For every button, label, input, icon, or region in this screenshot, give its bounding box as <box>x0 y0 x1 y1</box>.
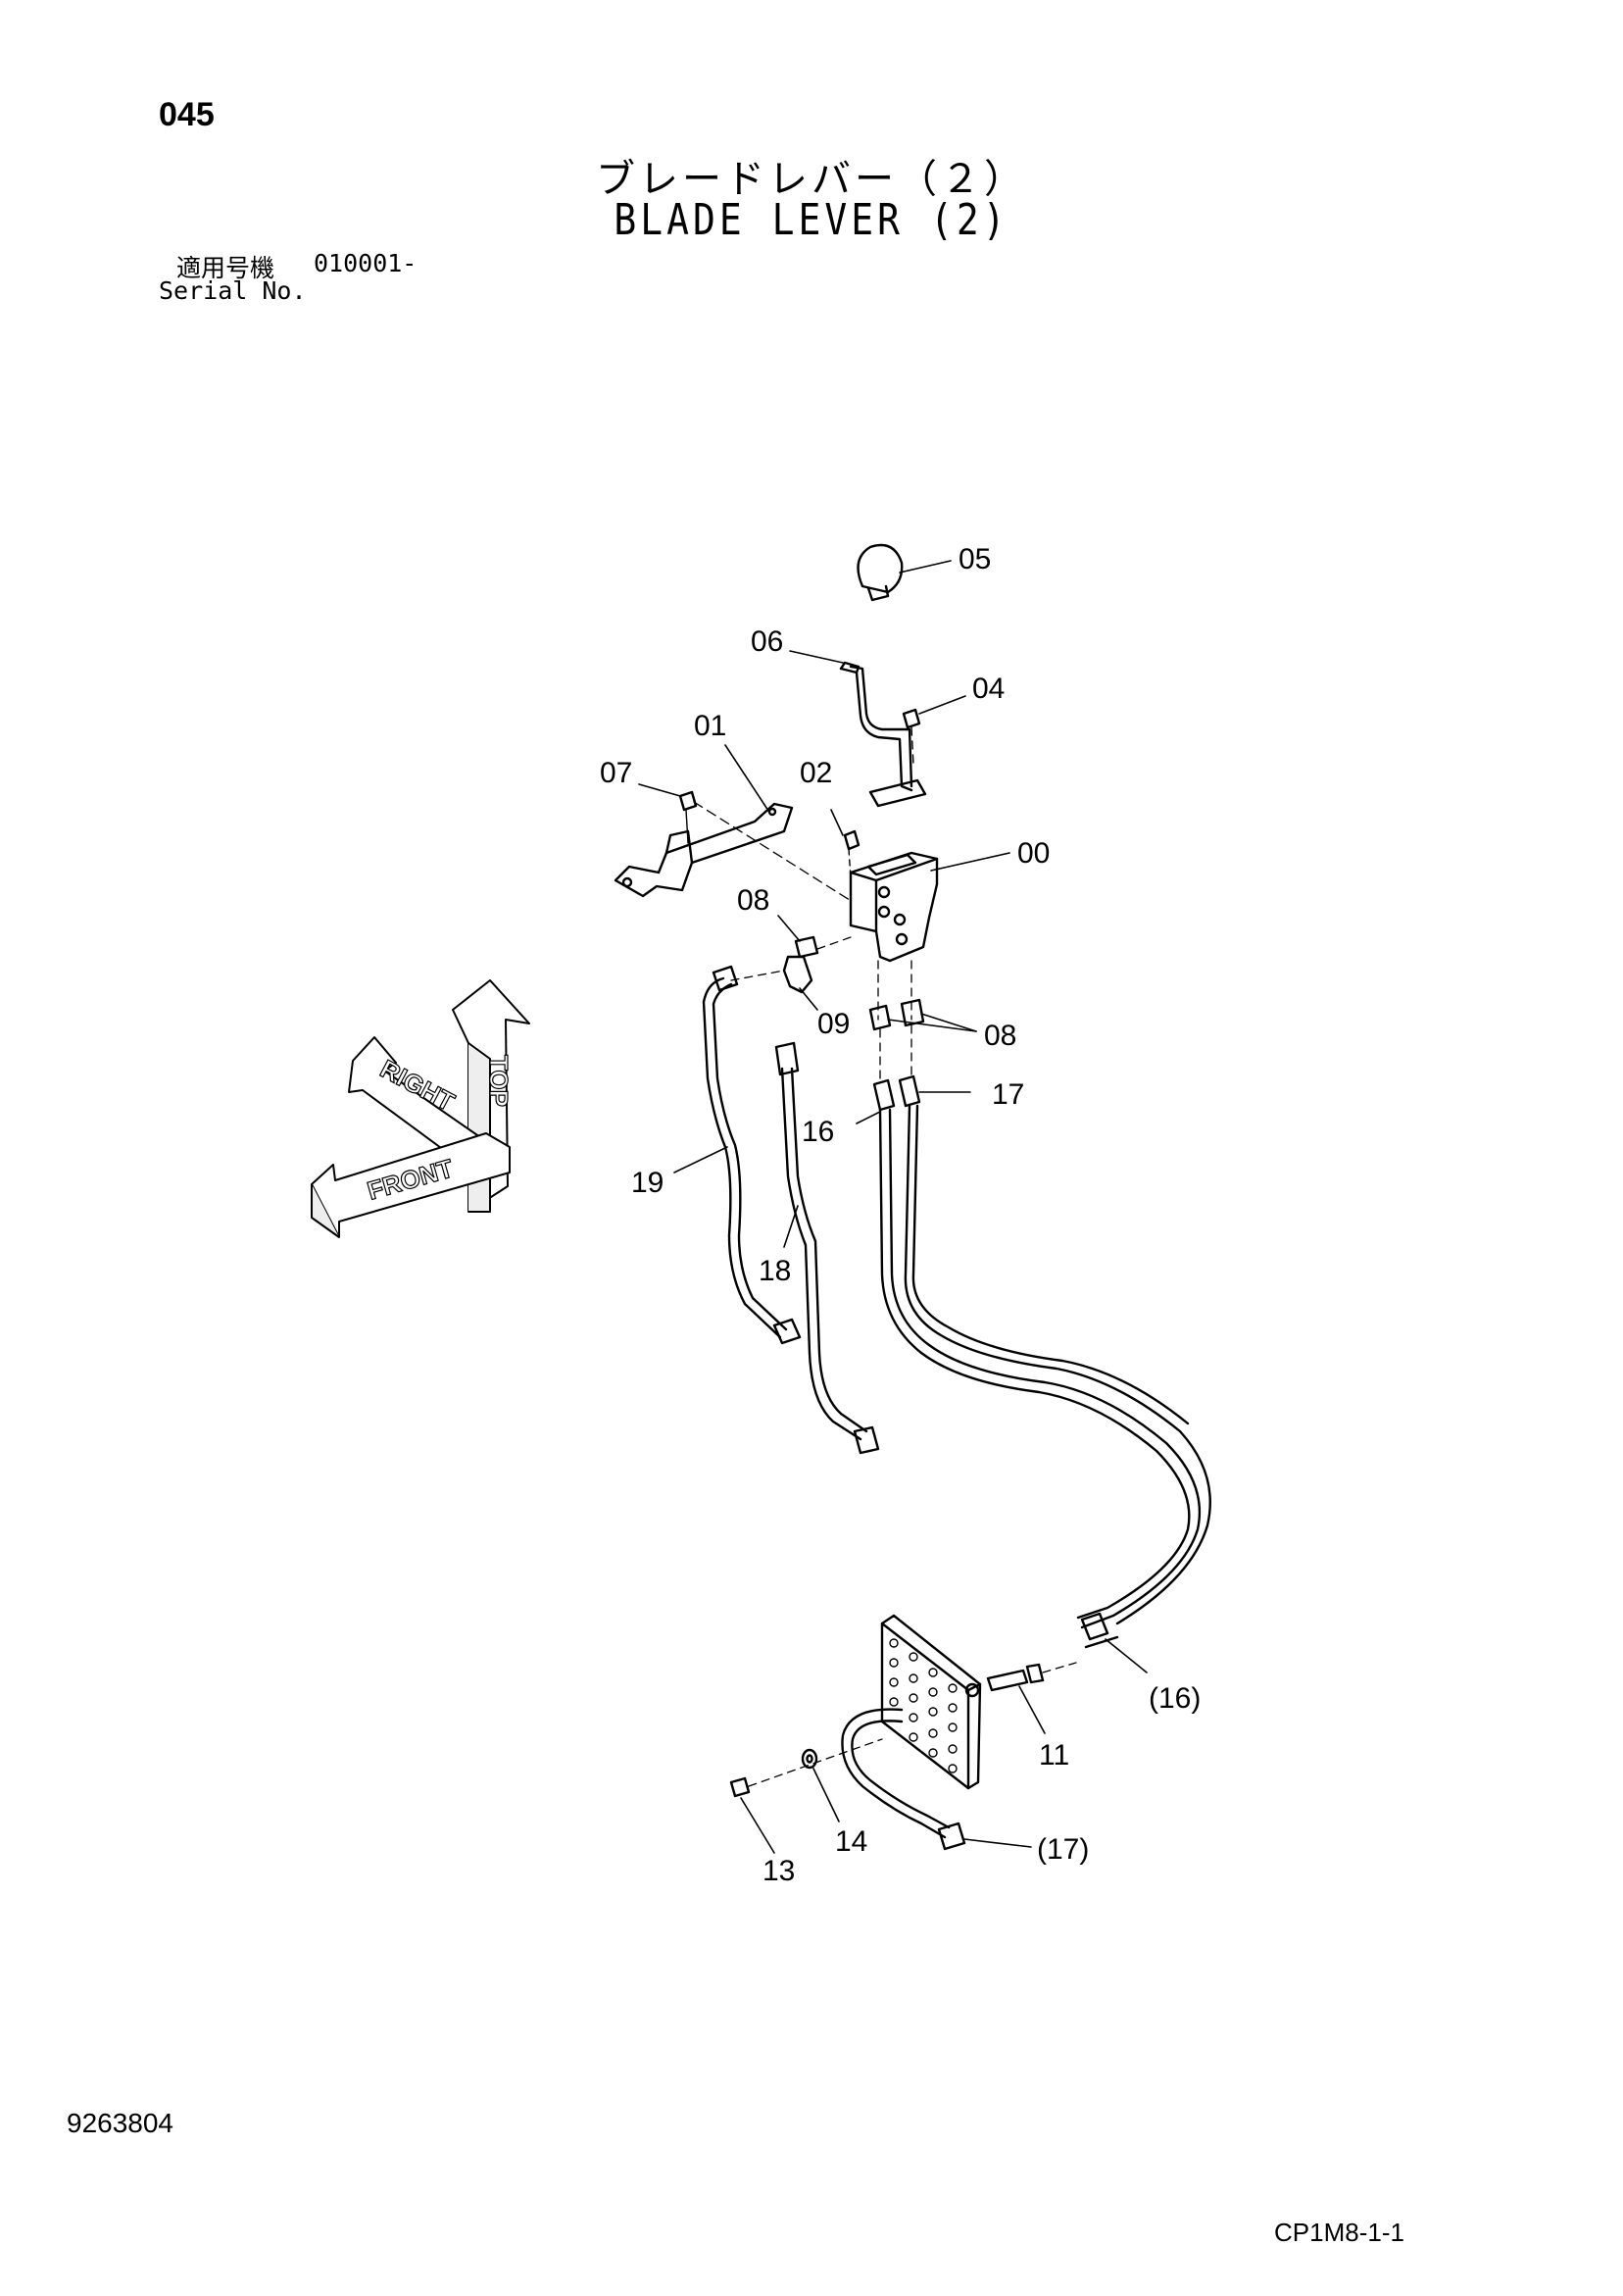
callout-19: 19 <box>631 1167 664 1199</box>
fitting-08-09 <box>730 915 852 1011</box>
callout-11: 11 <box>1039 1739 1069 1772</box>
front-arrow-shape <box>311 1132 511 1238</box>
nut-washer <box>729 1738 883 1854</box>
drawing-number: 9263804 <box>67 2108 174 2138</box>
callout-05: 05 <box>959 543 991 575</box>
callout-18: 18 <box>759 1255 791 1287</box>
hose-ends-16-17 <box>856 1074 971 1124</box>
serial-label-english: Serial No. <box>159 276 307 305</box>
orientation-arrows <box>311 979 530 1238</box>
adapter-11 <box>986 1662 1077 1734</box>
knob-part <box>857 543 952 602</box>
callout-16-ref: (16) <box>1149 1682 1201 1715</box>
callout-00: 00 <box>1017 837 1050 870</box>
serial-label-japanese: 適用号機 <box>176 254 275 282</box>
page-number: 045 <box>159 96 215 133</box>
callout-16: 16 <box>802 1116 834 1148</box>
sheet-reference: CP1M8-1-1 <box>1274 2218 1404 2247</box>
fittings-08-lower <box>868 998 977 1079</box>
bolt-07 <box>638 783 854 903</box>
hose-18 <box>774 1041 880 1455</box>
top-label: TOP <box>484 1055 514 1107</box>
callout-01: 01 <box>694 710 726 742</box>
callout-08-lower: 08 <box>984 1020 1016 1052</box>
bolt-04 <box>902 695 966 766</box>
callout-06: 06 <box>751 625 783 658</box>
serial-value: 010001- <box>314 249 418 277</box>
lever-part <box>789 650 927 808</box>
callout-08-upper: 08 <box>737 884 769 917</box>
manifold-block <box>880 1614 982 1790</box>
title-japanese: ブレードレバー（２） <box>596 157 1027 202</box>
hose-17-lower <box>841 1708 1032 1851</box>
hoses-to-manifold <box>878 1104 1211 1673</box>
bolt-02 <box>830 809 861 879</box>
callout-02: 02 <box>800 757 832 789</box>
callout-13: 13 <box>762 1855 795 1887</box>
title-english: BLADE LEVER (2) <box>614 194 1009 245</box>
callout-07: 07 <box>600 757 632 789</box>
callout-04: 04 <box>972 673 1005 705</box>
callout-17: 17 <box>992 1078 1024 1111</box>
valve-body <box>849 851 1010 1021</box>
callout-17-ref: (17) <box>1037 1833 1089 1866</box>
bracket-part <box>614 744 794 898</box>
hose-19 <box>673 965 802 1345</box>
callout-09: 09 <box>817 1008 850 1040</box>
callout-14: 14 <box>835 1825 867 1858</box>
